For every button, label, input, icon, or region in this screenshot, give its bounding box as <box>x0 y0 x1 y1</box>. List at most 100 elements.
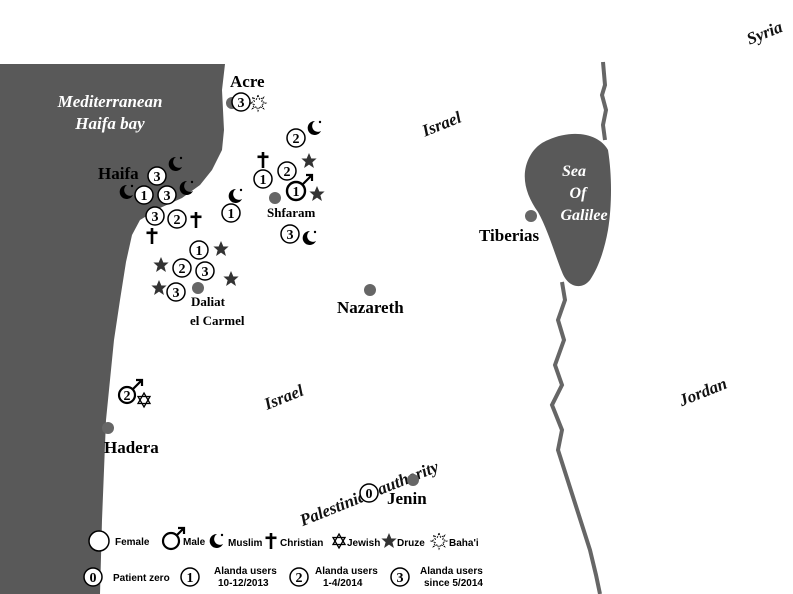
male-legend-icon <box>161 526 186 551</box>
period-1-legend-icon <box>180 567 200 587</box>
legend-jewish: Jewish <box>347 538 380 549</box>
city-jenin: Jenin <box>387 489 427 508</box>
svg-text:1: 1 <box>196 244 203 259</box>
shfaram-dot <box>269 192 281 204</box>
shfaram-user-marker-bottom: 3 <box>280 224 300 244</box>
legend-zero-number: 0 <box>90 571 97 586</box>
svg-text:1: 1 <box>228 207 235 222</box>
cross-icon <box>146 228 158 244</box>
city-daliat: Daliat <box>191 294 226 309</box>
legend-male: Male <box>183 537 206 548</box>
city-hadera: Hadera <box>104 438 159 457</box>
svg-text:2: 2 <box>284 165 291 180</box>
haifa-bay-label: Haifa bay <box>74 114 145 133</box>
nazareth-dot <box>364 284 376 296</box>
period-2-legend-icon <box>289 567 309 587</box>
muslim-legend-icon <box>209 533 224 548</box>
svg-text:1: 1 <box>141 189 148 204</box>
druze-legend-icon <box>381 533 397 548</box>
jewish-legend-icon <box>332 533 346 549</box>
haifa-user-marker-top: 3 <box>147 166 167 186</box>
daliat-user-marker-3: 3 <box>195 261 215 281</box>
legend-one-number: 1 <box>187 571 194 586</box>
druze-star-icon <box>309 186 325 201</box>
mediterranean-sea <box>0 64 225 594</box>
druze-star-icon <box>223 271 239 286</box>
east-haifa-user-marker: 1 <box>221 203 241 223</box>
cross-icon <box>190 212 202 228</box>
svg-text:3: 3 <box>164 189 171 204</box>
svg-text:3: 3 <box>287 228 294 243</box>
city-shfaram: Shfaram <box>267 205 316 220</box>
druze-star-icon <box>301 153 317 168</box>
svg-text:3: 3 <box>173 286 180 301</box>
legend-period-3-line2: since 5/2014 <box>424 578 483 589</box>
hadera-user-marker: 2 <box>117 378 144 405</box>
hadera-dot <box>102 422 114 434</box>
patient-zero-legend-icon <box>83 567 103 587</box>
female-legend-icon <box>88 530 110 552</box>
city-nazareth: Nazareth <box>337 298 404 317</box>
cross-icon <box>257 152 269 168</box>
period-3-legend-icon <box>390 567 410 587</box>
svg-text:3: 3 <box>152 210 159 225</box>
legend-patient-zero: Patient zero <box>113 573 170 584</box>
haifa-user-marker-1: 1 <box>134 185 154 205</box>
crescent-icon <box>228 188 243 203</box>
region-israel-south: Israel <box>260 381 306 414</box>
city-tiberias: Tiberias <box>479 226 540 245</box>
druze-star-icon <box>153 257 169 272</box>
svg-text:1: 1 <box>260 173 267 188</box>
tiberias-dot <box>525 210 537 222</box>
star-of-david-icon <box>137 392 151 408</box>
bahai-icon <box>249 94 267 112</box>
christian-legend-icon <box>265 533 277 549</box>
svg-text:1: 1 <box>293 185 300 200</box>
city-acre: Acre <box>230 72 265 91</box>
svg-text:2: 2 <box>293 132 300 147</box>
crescent-icon <box>307 120 322 135</box>
acre-user-marker: 3 <box>231 92 251 112</box>
region-jordan: Jordan <box>675 374 729 411</box>
jordan-river-north <box>599 61 609 141</box>
jenin-patient-zero-marker: 0 <box>359 483 379 503</box>
daliat-user-marker-2: 2 <box>172 258 192 278</box>
legend-three-number: 3 <box>397 571 404 586</box>
svg-text:0: 0 <box>366 487 373 502</box>
galilee-sea-label: Sea <box>562 163 586 180</box>
legend-period-2-line1: Alanda users <box>315 566 378 577</box>
legend-christian: Christian <box>280 538 323 549</box>
city-haifa: Haifa <box>98 164 139 183</box>
jordan-river-south <box>549 281 602 594</box>
bahai-legend-icon <box>430 532 448 550</box>
shfaram-user-marker-mid: 2 <box>277 161 297 181</box>
legend-muslim: Muslim <box>228 538 263 549</box>
legend: Female Male Muslim Christian Jewish Druz… <box>83 526 483 589</box>
daliat-user-marker-1: 1 <box>189 240 209 260</box>
druze-star-icon <box>213 241 229 256</box>
jenin-dot <box>407 474 419 486</box>
daliat-dot <box>192 282 204 294</box>
svg-text:3: 3 <box>238 96 245 111</box>
crescent-icon <box>302 230 317 245</box>
legend-period-1-line2: 10-12/2013 <box>218 578 269 589</box>
city-el-carmel: el Carmel <box>190 313 245 328</box>
svg-text:2: 2 <box>174 213 181 228</box>
legend-druze: Druze <box>397 538 425 549</box>
legend-two-number: 2 <box>296 571 303 586</box>
legend-period-3-line1: Alanda users <box>420 566 483 577</box>
sea-of-galilee <box>524 133 611 287</box>
haifa-user-marker-2: 2 <box>167 209 187 229</box>
svg-text:2: 2 <box>179 262 186 277</box>
legend-female: Female <box>115 537 150 548</box>
druze-star-icon <box>151 280 167 295</box>
daliat-user-marker-3-low: 3 <box>166 282 186 302</box>
haifa-user-marker-3: 3 <box>157 185 177 205</box>
legend-period-2-line2: 1-4/2014 <box>323 578 363 589</box>
svg-text:3: 3 <box>154 170 161 185</box>
region-syria: Syria <box>744 17 786 49</box>
shfaram-user-marker-left: 1 <box>253 169 273 189</box>
mediterranean-label: Mediterranean <box>57 92 163 111</box>
legend-period-1-line1: Alanda users <box>214 566 277 577</box>
